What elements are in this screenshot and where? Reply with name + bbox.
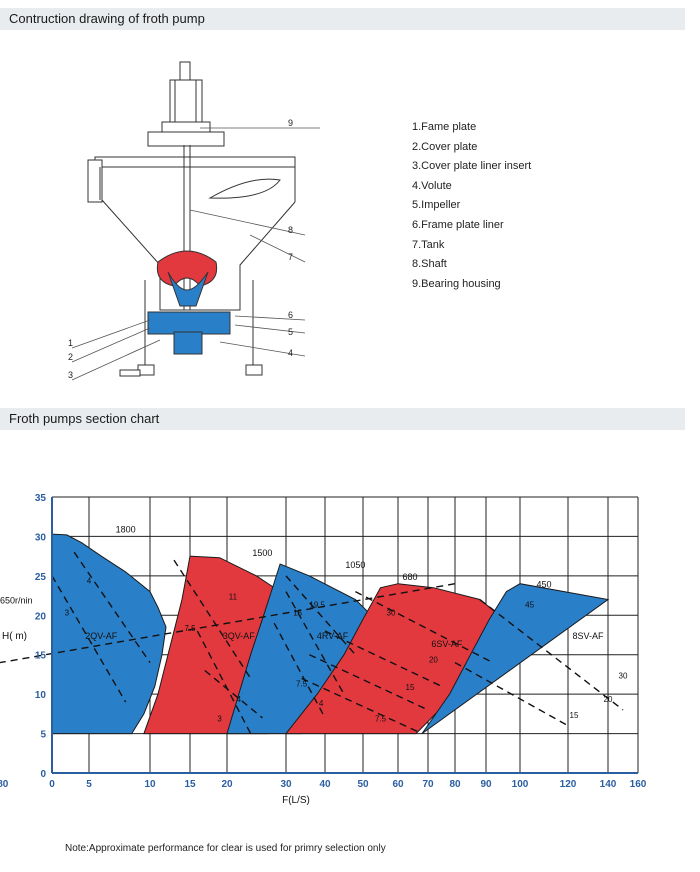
- region-label: 3QV-AF: [223, 631, 256, 641]
- efficiency-line: [204, 669, 263, 719]
- x-tick-label: 50: [357, 779, 369, 790]
- x-tick-label: 40: [319, 779, 331, 790]
- efficiency-label: 15: [570, 711, 579, 720]
- parts-list: 1.Fame plate 2.Cover plate 3.Cover plate…: [412, 118, 531, 294]
- x-tick-label: 160: [630, 779, 647, 790]
- part-item: 8.Shaft: [412, 258, 447, 271]
- callout-9: 9: [288, 118, 293, 128]
- efficiency-line: [285, 575, 356, 656]
- x-tick-label: 10: [144, 779, 156, 790]
- x-tick-label: 180: [0, 779, 9, 790]
- drawing-section-title: Contruction drawing of froth pump: [0, 8, 685, 30]
- region-label: 6SV-AF: [431, 639, 463, 649]
- efficiency-label: 30: [619, 671, 628, 680]
- part-item: 7.Tank: [412, 238, 445, 251]
- x-tick-label: 15: [184, 779, 196, 790]
- speed-label: 1800: [116, 524, 136, 534]
- x-tick-label: 0: [49, 779, 55, 790]
- speed-label: 1500: [252, 548, 272, 558]
- y-tick-label: 35: [35, 493, 47, 504]
- efficiency-line: [454, 661, 569, 727]
- efficiency-label: 20: [429, 656, 438, 665]
- x-tick-label: 90: [480, 779, 492, 790]
- callout-1: 1: [68, 338, 73, 348]
- part-item: 3.Cover plate liner insert: [412, 160, 532, 173]
- region-label: 4RV-AF: [317, 631, 349, 641]
- efficiency-line: [273, 622, 326, 719]
- efficiency-label: 7.5: [375, 715, 387, 724]
- efficiency-line: [479, 598, 624, 711]
- callout-2: 2: [68, 352, 73, 362]
- efficiency-line: [196, 630, 252, 734]
- part-item: 1.Fame plate: [412, 121, 477, 133]
- callout-7: 7: [288, 252, 293, 262]
- efficiency-line: [285, 591, 345, 695]
- x-tick-label: 120: [560, 779, 577, 790]
- speed-label: 450: [536, 580, 551, 590]
- callout-3: 3: [68, 370, 73, 380]
- x-tick-label: 60: [392, 779, 404, 790]
- callout-5: 5: [288, 327, 293, 337]
- efficiency-label: 45: [525, 600, 534, 609]
- efficiency-line: [324, 630, 442, 687]
- efficiency-line: [0, 583, 456, 664]
- x-tick-label: 30: [280, 779, 292, 790]
- efficiency-label: 11: [229, 593, 238, 602]
- chart-section-title: Froth pumps section chart: [0, 408, 685, 430]
- x-tick-label: 80: [449, 779, 461, 790]
- y-tick-label: 0: [40, 769, 46, 780]
- y-tick-label: 30: [35, 532, 47, 543]
- efficiency-label: 20: [604, 695, 613, 704]
- region-8sv-af: [421, 583, 610, 735]
- efficiency-label: 3: [65, 608, 70, 617]
- callout-8: 8: [288, 225, 293, 235]
- y-tick-label: 10: [35, 690, 47, 701]
- part-item: 9.Bearing housing: [412, 277, 501, 290]
- callout-6: 6: [288, 310, 293, 320]
- x-tick-label: 20: [221, 779, 233, 790]
- efficiency-label: 15: [406, 683, 415, 692]
- efficiency-label: 4: [237, 695, 242, 704]
- x-tick-label: 5: [86, 779, 92, 790]
- x-axis-label: F(L/S): [282, 795, 310, 806]
- y-tick-label: 25: [35, 572, 47, 583]
- callout-4: 4: [288, 348, 293, 358]
- efficiency-line: [301, 677, 423, 735]
- efficiency-line: [355, 591, 494, 664]
- x-tick-label: 70: [422, 779, 434, 790]
- efficiency-label: 7.5: [296, 679, 308, 688]
- y-tick-label: 20: [35, 611, 47, 622]
- pump-construction-drawing: 9 8 7 6 5 4 1 2 3: [68, 61, 320, 381]
- part-item: 4.Volute: [412, 179, 452, 192]
- x-tick-label: 140: [600, 779, 617, 790]
- efficiency-line: [73, 551, 151, 663]
- x-tick-label: 100: [512, 779, 529, 790]
- region-label: 2QV-AF: [85, 631, 118, 641]
- part-item: 2.Cover plate: [412, 140, 478, 153]
- region-2qv-af: [51, 533, 167, 735]
- speed-label-650: 650r/nin: [0, 595, 33, 605]
- region-label: 8SV-AF: [572, 631, 604, 641]
- y-tick-label: 15: [35, 651, 47, 662]
- efficiency-line: [51, 575, 127, 703]
- part-item: 5.Impeller: [412, 199, 461, 212]
- part-item: 6.Frame plate liner: [412, 218, 504, 231]
- efficiency-label: 4: [319, 699, 324, 708]
- efficiency-label: 4: [87, 577, 92, 586]
- efficiency-label: 30: [387, 608, 396, 617]
- efficiency-label: 7.5: [184, 624, 196, 633]
- efficiency-label: 19.5: [309, 600, 325, 609]
- speed-label: 1050: [345, 560, 365, 570]
- selection-note: Note:Approximate performance for clear i…: [65, 843, 386, 854]
- y-axis-label: H( m): [2, 631, 27, 642]
- y-tick-label: 5: [40, 730, 46, 741]
- efficiency-label: 3: [217, 715, 222, 724]
- speed-label: 680: [402, 572, 417, 582]
- efficiency-line: [309, 654, 429, 711]
- efficiency-label: 15: [293, 608, 302, 617]
